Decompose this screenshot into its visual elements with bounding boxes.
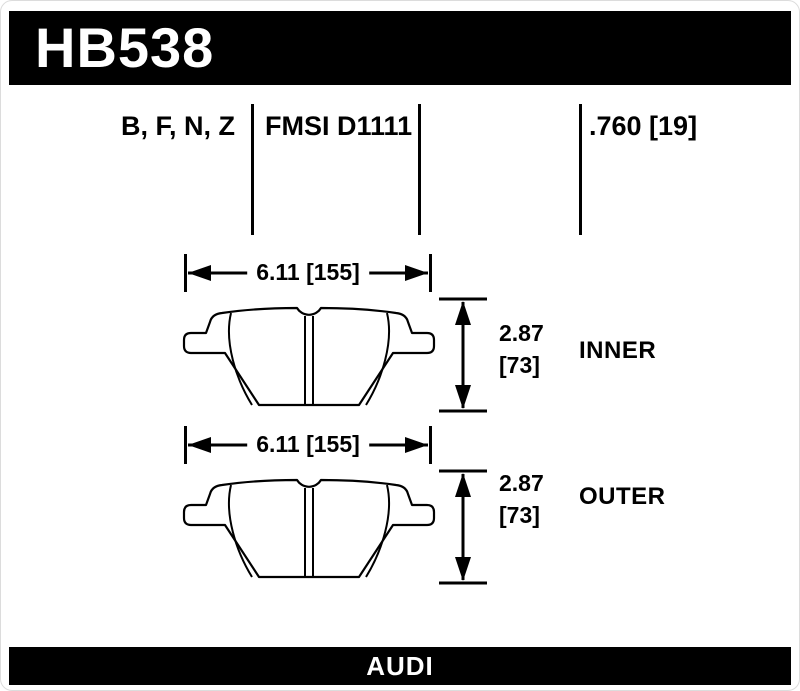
brake-pad-outline-inner	[182, 306, 436, 407]
arrowhead-right-icon	[405, 265, 428, 281]
arrowhead-down-icon	[455, 557, 471, 581]
brake-pad-outline-outer	[182, 478, 436, 579]
width-dimension-label: 6.11 [155]	[247, 430, 369, 458]
pad-inner-contour-right	[365, 312, 391, 406]
arrowhead-up-icon	[455, 473, 471, 497]
spec-divider-line	[579, 104, 582, 235]
pad-inner-contour-left	[227, 484, 253, 578]
pad-thickness: .760 [19]	[589, 111, 698, 141]
part-number: HB538	[35, 16, 215, 79]
pad-inner-contour-right	[365, 484, 391, 578]
brand-bar: AUDI	[9, 647, 791, 685]
pad-outer-edge	[182, 306, 436, 407]
arrowhead-left-icon	[188, 265, 211, 281]
part-number-bar: HB538	[9, 11, 791, 85]
height-dimension-arrow-inner	[439, 297, 487, 413]
pad-center-slot	[304, 488, 314, 577]
pad-position-label-outer: OUTER	[579, 483, 666, 510]
width-dimension-label: 6.11 [155]	[247, 258, 369, 286]
height-dimension-label-inner: 2.87 [73]	[499, 317, 544, 381]
width-dimension-outer: 6.11 [155]	[184, 426, 432, 464]
height-value: 2.87	[499, 320, 544, 346]
height-dimension-arrow-outer	[439, 469, 487, 585]
pad-outer-edge	[182, 478, 436, 579]
arrowhead-down-icon	[455, 385, 471, 409]
pad-inner-contour-left	[227, 312, 253, 406]
brand-name: AUDI	[366, 650, 434, 681]
arrowhead-left-icon	[188, 437, 211, 453]
fmsi-number: FMSI D1111	[265, 111, 413, 141]
height-dimension-label-outer: 2.87 [73]	[499, 467, 544, 531]
width-dimension-inner: 6.11 [155]	[184, 254, 432, 292]
pad-center-slot	[304, 316, 314, 405]
spec-divider-line	[418, 104, 421, 235]
arrowhead-right-icon	[405, 437, 428, 453]
height-value: 2.87	[499, 470, 544, 496]
spec-divider-line	[251, 104, 254, 235]
compound-codes: B, F, N, Z	[121, 111, 235, 141]
height-bracket: [73]	[499, 352, 540, 378]
height-bracket: [73]	[499, 502, 540, 528]
pad-position-label-inner: INNER	[579, 337, 657, 364]
arrowhead-up-icon	[455, 301, 471, 325]
